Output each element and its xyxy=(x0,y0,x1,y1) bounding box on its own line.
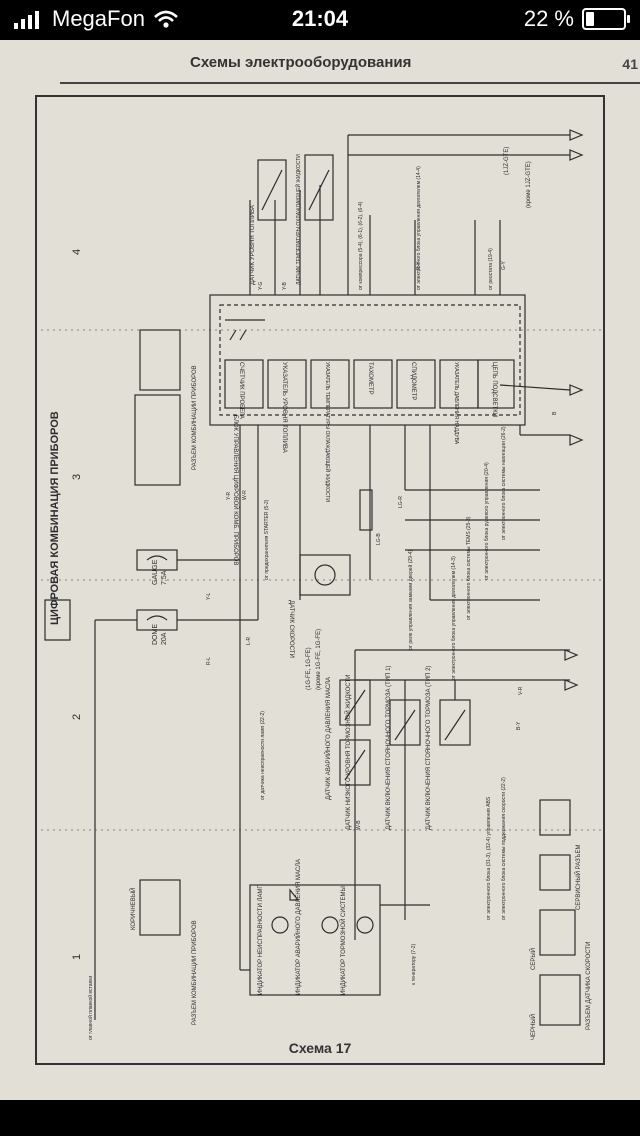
wire-code: R-Y xyxy=(416,261,422,270)
engine-note-1g: (1G-FE, 1G-FE) xyxy=(306,647,312,690)
block-title: БЛОК УПРАВЛЕНИЯ ЦИФРОВОЙ КОМБ. ПРИБОРОВ xyxy=(232,415,240,565)
status-left: MegaFon xyxy=(14,6,179,32)
battery-icon xyxy=(582,8,630,30)
ref-engine-ecu-2: от электронного блока управления двигате… xyxy=(416,166,422,290)
ref-starter: от предохранителя STARTER (5-2) xyxy=(264,499,270,580)
connector-cluster-label-top: РАЗЪЕМ КОМБИНАЦИИ ПРИБОРОВ xyxy=(192,365,198,470)
zone-number-4: 4 xyxy=(71,249,83,255)
wire-code: L-R xyxy=(246,637,252,645)
ref-rheostat: от реостата (19-4) xyxy=(488,248,494,290)
wire-code: LG-R xyxy=(398,496,404,508)
ref-engine-ecu: от электронного блока управления двигате… xyxy=(451,556,457,680)
block-component-boost-gauge: УКАЗАТЕЛЬ ДАВЛЕНИЯ НАДДУВА xyxy=(453,362,459,445)
diagram-title: ЦИФРОВАЯ КОМБИНАЦИЯ ПРИБОРОВ xyxy=(49,411,61,625)
page-footer: Схема 17 xyxy=(288,1040,352,1056)
page-header-title: Схемы электрооборудования xyxy=(190,54,412,71)
sensor-oil-pressure: ДАТЧИК АВАРИЙНОГО ДАВЛЕНИЯ МАСЛА xyxy=(324,677,332,800)
wire-code: R-L xyxy=(206,657,212,665)
page-header: Схемы электрооборудования 41 xyxy=(0,48,640,84)
wire-code: G-Y xyxy=(501,260,507,270)
connector-color-brown: КОРИЧНЕВЫЙ xyxy=(129,888,137,930)
speed-sensor xyxy=(299,554,351,596)
block-component-speedometer: СПИДОМЕТР xyxy=(410,362,416,400)
indicator-oil-pressure: ИНДИКАТОР АВАРИЙНОГО ДАВЛЕНИЯ МАСЛА xyxy=(294,859,302,995)
ref-navigation: от электронного блока системы навигации … xyxy=(501,426,507,540)
block-component-odometer: СЧЕТЧИК ПРОБЕГА xyxy=(238,362,244,419)
connector-service-label: СЕРВИСНЫЙ РАЗЪЕМ xyxy=(574,844,582,910)
wire-code: Y-B xyxy=(282,281,288,290)
ref-tems: от электронного блока системы TEMS (25-3… xyxy=(466,516,472,620)
connector-cluster-label: РАЗЪЕМ КОМБИНАЦИИ ПРИБОРОВ xyxy=(192,920,198,1025)
engine-note-not-1jz: (кроме 1JZ-GTE) xyxy=(526,161,532,208)
ref-steering: от электронного блока рулевого управлени… xyxy=(484,462,490,580)
zone-number-2: 2 xyxy=(71,714,83,720)
ref-abs: от электронного блока (31-3), (32-4) упр… xyxy=(486,796,492,920)
instrument-control-block xyxy=(209,294,526,426)
wire-code: LG-B xyxy=(376,533,382,545)
sensor-parking-brake-2: ДАТЧИК ВКЛЮЧЕНИЯ СТОЯНОЧНОГО ТОРМОЗА (ТИ… xyxy=(426,666,432,830)
wire-code: B-Y xyxy=(516,721,522,730)
indicator-lamp-fault: ИНДИКАТОР НЕИСПРАВНОСТИ ЛАМП xyxy=(258,884,264,995)
ref-lamp-fault: от датчика неисправности ламп (22-2) xyxy=(260,711,266,800)
sensor-speed: ДАТЧИК СКОРОСТИ xyxy=(288,600,294,658)
block-component-temp-gauge: УКАЗАТЕЛЬ ТЕМПЕРАТУРЫ ОХЛАЖДАЮЩЕЙ ЖИДКОС… xyxy=(324,362,332,502)
wire-code: Y-R xyxy=(226,491,232,500)
status-bar: MegaFon 21:04 22 % xyxy=(0,0,640,40)
signal-bars-icon xyxy=(14,11,39,29)
ref-door-lock: от реле управления замками дверей (29-4) xyxy=(407,550,414,650)
zone-number-3: 3 xyxy=(71,474,83,480)
document-page: Схемы электрооборудования 41 xyxy=(0,40,640,1100)
clock: 21:04 xyxy=(291,6,349,31)
wiring-diagram: ЦИФРОВАЯ КОМБИНАЦИЯ ПРИБОРОВ 1 2 3 4 GAU… xyxy=(35,129,605,1040)
fuse-gauge-rating: 7,5А xyxy=(161,570,168,585)
wire-code: Y-L xyxy=(206,592,212,600)
fuse-dome-name: DOME xyxy=(152,624,159,645)
ref-alternator: к генератору (7-2) xyxy=(411,943,417,985)
sensor-coolant-temp: ДАТЧИК ТЕМПЕРАТУРЫ ОХЛАЖДАЮЩЕЙ ЖИДКОСТИ xyxy=(294,154,302,285)
block-component-tachometer: ТАХОМЕТР xyxy=(367,362,373,395)
connector-speed-sensor-label: РАЗЪЕМ ДАТЧИКА СКОРОСТИ xyxy=(586,942,592,1030)
wire-code: W-R xyxy=(242,490,248,500)
bottom-black-bar xyxy=(0,1100,640,1136)
engine-note-not-1g: (кроме 1G-FE, 1G-FE) xyxy=(316,629,322,690)
connector-color-black: ЧЕРНЫЙ xyxy=(529,1014,537,1040)
zone-number-1: 1 xyxy=(71,954,83,960)
wire-code: Y-G xyxy=(258,281,264,290)
sensor-fuel-level: ДАТЧИК УРОВНЯ ТОПЛИВА xyxy=(250,205,256,285)
carrier-name: MegaFon xyxy=(52,6,145,31)
wire-code: V-R xyxy=(518,686,524,695)
indicator-brake-system: ИНДИКАТОР ТОРМОЗНОЙ СИСТЕМЫ xyxy=(339,886,347,995)
ref-cruise: от электронного блока системы поддержани… xyxy=(501,777,507,920)
header-rule xyxy=(60,82,640,84)
battery-fill xyxy=(586,12,594,26)
connector-color-gray: СЕРЫЙ xyxy=(529,948,537,970)
fuse-dome-rating: 20А xyxy=(161,632,168,645)
status-right: 22 % xyxy=(523,6,630,32)
sensor-parking-brake-1: ДАТЧИК ВКЛЮЧЕНИЯ СТОЯНОЧНОГО ТОРМОЗА (ТИ… xyxy=(386,666,392,830)
page-number: 41 xyxy=(622,56,638,72)
ref-compressor: от компрессора (5-4), (6-1), (6-2), (6-4… xyxy=(358,201,364,290)
fuse-gauge-name: GAUGE xyxy=(152,559,159,585)
engine-note-1jz: (1JZ-GTE) xyxy=(504,147,510,175)
battery-percent: 22 % xyxy=(523,6,574,31)
wifi-icon xyxy=(154,10,178,28)
ref-main-fuse: от главной плавкой вставки xyxy=(87,976,94,1040)
block-component-backlight: ЦЕПЬ ПОДСВЕТКИ xyxy=(491,362,497,417)
wire-code: B xyxy=(552,411,558,415)
block-component-fuel-gauge: УКАЗАТЕЛЬ УРОВНЯ ТОПЛИВА xyxy=(281,362,287,453)
indicator-block xyxy=(249,884,381,996)
wire-code: W-B xyxy=(356,820,362,830)
sensor-brake-fluid: ДАТЧИК НИЗКОГО УРОВНЯ ТОРМОЗНОЙ ЖИДКОСТИ xyxy=(344,675,352,830)
